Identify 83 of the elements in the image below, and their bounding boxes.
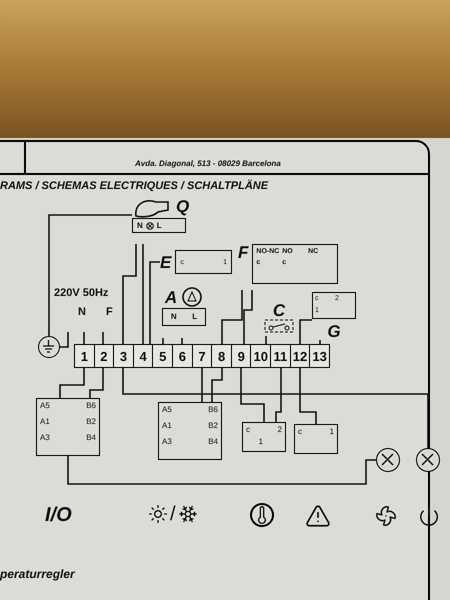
component-letter: A	[164, 288, 178, 306]
wire	[299, 319, 312, 345]
component-letter: G	[327, 323, 341, 340]
contact-label: c	[246, 426, 251, 436]
wire	[181, 338, 183, 345]
caption-text: peraturregler	[0, 566, 75, 583]
wire	[319, 340, 321, 345]
wire	[142, 244, 144, 345]
terminal-number: 3	[120, 350, 128, 362]
supply-voltage: 220V 50Hz	[54, 288, 110, 299]
wire	[162, 338, 164, 345]
wire	[59, 367, 85, 398]
wire	[122, 367, 429, 448]
contact-label: B2	[207, 422, 218, 430]
wire	[83, 332, 85, 345]
wire	[122, 244, 137, 345]
terminal-number: 13	[312, 350, 327, 362]
contact-label: B4	[85, 434, 96, 442]
contact-label: 1	[258, 438, 263, 448]
thermostat-switch	[242, 422, 286, 452]
contact-label: B2	[85, 418, 96, 426]
wire	[211, 367, 223, 402]
contact-label: A3	[40, 434, 51, 442]
wire	[243, 290, 253, 345]
terminal-number: 12	[292, 350, 308, 362]
wire-label: N	[78, 307, 86, 318]
switch-symbol-text: I/O	[45, 505, 72, 525]
component-letter: Q	[176, 198, 190, 215]
terminal-label: N	[137, 222, 143, 230]
wire	[275, 367, 282, 422]
terminal-label: L	[156, 222, 162, 230]
terminal-strip	[74, 344, 330, 368]
wire	[89, 367, 104, 398]
contact-label: A1	[162, 422, 173, 430]
contact-label: B6	[207, 406, 218, 414]
wire	[67, 456, 376, 485]
contact-label: B6	[85, 402, 96, 410]
terminal-number: 2	[100, 350, 108, 362]
terminal-number: 8	[218, 350, 226, 362]
wire	[240, 367, 265, 422]
wire-label: F	[106, 307, 113, 318]
component-letter: E	[160, 254, 172, 270]
contact-label: 1	[328, 428, 334, 438]
thermostat-switch	[294, 424, 338, 454]
component-letter: F	[238, 244, 248, 261]
terminal-number: 9	[238, 350, 245, 362]
wire	[149, 261, 160, 345]
terminal	[271, 345, 291, 367]
contact-label: 2	[276, 426, 282, 436]
contact-label: A5	[162, 406, 173, 414]
switch-component	[160, 250, 232, 274]
wire	[60, 332, 69, 348]
contact-label: B4	[207, 438, 218, 446]
wire	[102, 332, 104, 345]
selector-switch	[36, 398, 100, 456]
address-text: Avda. Diagonal, 513 - 08029 Barcelona	[135, 158, 281, 170]
terminal-label: N	[170, 313, 177, 321]
wire	[221, 290, 243, 345]
terminal-label: L	[192, 313, 198, 321]
terminal-number: 4	[140, 350, 147, 362]
wire	[48, 214, 132, 336]
terminal-number: 5	[159, 350, 166, 362]
terminal-number: 7	[198, 350, 206, 362]
contact-label: A1	[40, 418, 51, 426]
terminal-number: 10	[254, 350, 268, 362]
contact-label: A5	[40, 402, 51, 410]
contact-label: c	[298, 428, 303, 438]
ground-symbol	[38, 336, 60, 358]
terminal	[251, 345, 272, 367]
diagram-title: RAMS / SCHEMAS ELECTRIQUES / SCHALTPLÄNE	[0, 178, 268, 194]
lamp-symbol	[416, 448, 440, 472]
wire	[299, 367, 317, 424]
terminal-number: 1	[80, 350, 88, 362]
contact-label: A3	[162, 438, 173, 446]
component-letter: C	[272, 302, 286, 319]
terminal-number: 6	[178, 350, 186, 362]
terminal-number: 11	[274, 350, 288, 362]
terminal	[290, 345, 310, 367]
wire	[201, 367, 203, 402]
selector-switch	[158, 402, 222, 460]
switch-component	[312, 292, 356, 340]
wire	[265, 336, 267, 345]
separator-text: /	[170, 504, 176, 524]
